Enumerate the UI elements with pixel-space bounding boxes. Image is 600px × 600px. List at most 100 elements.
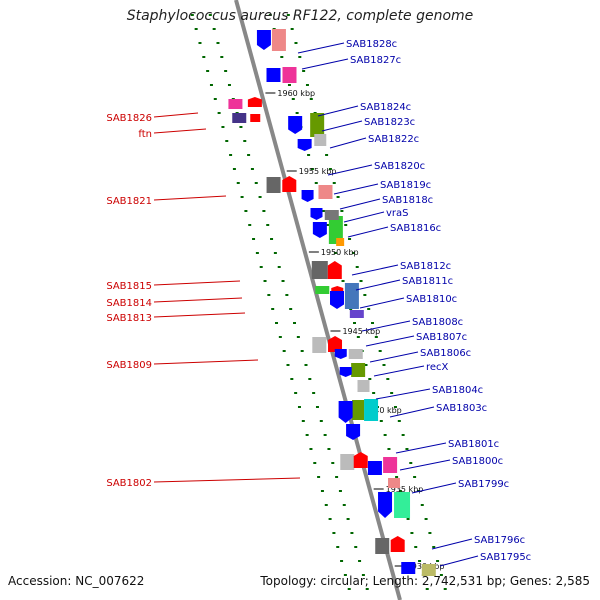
inner-left-track-dot: [335, 476, 339, 478]
inner-right-track-dot: [333, 252, 337, 254]
inner-left-track-dot: [323, 434, 327, 436]
inner-left-track-dot: [270, 238, 274, 240]
left-gene-label: SAB1814: [106, 298, 152, 309]
inner-right-track-dot: [398, 490, 402, 492]
inner-left-track-dot: [342, 504, 346, 506]
outer-left-track-dot: [209, 84, 213, 86]
inner-left-track-dot: [243, 140, 247, 142]
inner-left-track-dot: [300, 350, 304, 352]
right-gene-label: SAB1796c: [474, 535, 525, 546]
gene-box: [328, 216, 343, 244]
outer-right-track-dot: [309, 98, 313, 100]
gene-box: [318, 185, 333, 199]
right-gene-label: SAB1818c: [382, 195, 433, 206]
outer-right-track-dot: [344, 224, 348, 226]
kbp-marker: 1950 kbp: [321, 248, 359, 257]
outer-left-track-dot: [248, 224, 252, 226]
right-gene-label: SAB1807c: [416, 332, 467, 343]
outer-right-track-dot: [290, 28, 294, 30]
gene-box: [324, 210, 339, 220]
outer-left-track-dot: [229, 154, 233, 156]
right-gene-label: SAB1803c: [436, 403, 487, 414]
topology-text: Topology: circular; Length: 2,742,531 bp…: [260, 574, 590, 588]
right-gene-label: SAB1808c: [412, 317, 463, 328]
inner-left-track-dot: [285, 294, 289, 296]
right-gene-label: SAB1820c: [374, 161, 425, 172]
outer-right-track-dot: [340, 210, 344, 212]
gene-box: [340, 454, 355, 470]
inner-left-track-dot: [212, 28, 216, 30]
footer-bar: Accession: NC_007622 Topology: circular;…: [0, 574, 600, 590]
gene-box: [282, 67, 297, 83]
outer-right-track-dot: [294, 42, 298, 44]
outer-right-track-dot: [325, 154, 329, 156]
left-label-leader: [153, 280, 241, 286]
right-gene-label: SAB1816c: [390, 223, 441, 234]
gene-arrow-down: [297, 139, 312, 151]
outer-right-track-dot: [393, 406, 397, 408]
gene-arrow-down: [346, 424, 361, 440]
outer-right-track-dot: [424, 518, 428, 520]
inner-left-track-dot: [304, 364, 308, 366]
inner-right-track-dot: [353, 322, 357, 324]
inner-left-track-dot: [254, 182, 258, 184]
inner-right-track-dot: [418, 560, 422, 562]
gene-arrow-down: [338, 401, 353, 423]
gene-box: [352, 400, 365, 420]
outer-left-track-dot: [244, 210, 248, 212]
outer-right-track-dot: [355, 266, 359, 268]
inner-left-track-dot: [331, 462, 335, 464]
left-label-leader: [153, 312, 246, 318]
outer-left-track-dot: [343, 574, 347, 576]
outer-left-track-dot: [190, 14, 194, 16]
inner-right-track-dot: [379, 420, 383, 422]
right-label-leader: [389, 406, 435, 418]
inner-right-track-dot: [406, 518, 410, 520]
outer-right-track-dot: [439, 574, 443, 576]
gene-box: [351, 363, 366, 377]
inner-right-track-dot: [356, 336, 360, 338]
right-gene-label: SAB1795c: [480, 552, 531, 563]
outer-right-track-dot: [436, 560, 440, 562]
right-label-leader: [361, 320, 411, 332]
left-gene-label: SAB1815: [106, 281, 152, 292]
gene-box: [315, 286, 330, 294]
gene-box: [250, 114, 261, 122]
right-label-leader: [355, 279, 401, 291]
left-gene-label: SAB1802: [106, 478, 152, 489]
inner-left-track-dot: [220, 56, 224, 58]
outer-left-track-dot: [252, 238, 256, 240]
accession-text: Accession: NC_007622: [8, 574, 145, 588]
outer-right-track-dot: [390, 392, 394, 394]
inner-left-track-dot: [208, 14, 212, 16]
outer-right-track-dot: [397, 420, 401, 422]
gene-box: [348, 349, 363, 359]
outer-right-track-dot: [443, 588, 447, 590]
inner-right-track-dot: [395, 476, 399, 478]
outer-left-track-dot: [317, 476, 321, 478]
outer-right-track-dot: [405, 448, 409, 450]
outer-left-track-dot: [347, 588, 351, 590]
inner-left-track-dot: [358, 560, 362, 562]
gene-box: [383, 457, 398, 473]
outer-right-track-dot: [386, 378, 390, 380]
right-label-leader: [317, 105, 359, 117]
right-label-leader: [297, 42, 345, 54]
outer-left-track-dot: [332, 532, 336, 534]
left-label-leader: [153, 128, 207, 134]
outer-left-track-dot: [263, 280, 267, 282]
inner-right-track-dot: [280, 56, 284, 58]
outer-left-track-dot: [194, 28, 198, 30]
inner-left-track-dot: [365, 588, 369, 590]
inner-left-track-dot: [266, 224, 270, 226]
outer-left-track-dot: [278, 336, 282, 338]
gene-box: [311, 261, 328, 279]
inner-right-track-dot: [322, 210, 326, 212]
gene-arrow-up: [327, 261, 342, 279]
gene-box: [375, 538, 390, 554]
outer-right-track-dot: [359, 280, 363, 282]
outer-left-track-dot: [336, 546, 340, 548]
outer-left-track-dot: [255, 252, 259, 254]
outer-left-track-dot: [213, 98, 217, 100]
